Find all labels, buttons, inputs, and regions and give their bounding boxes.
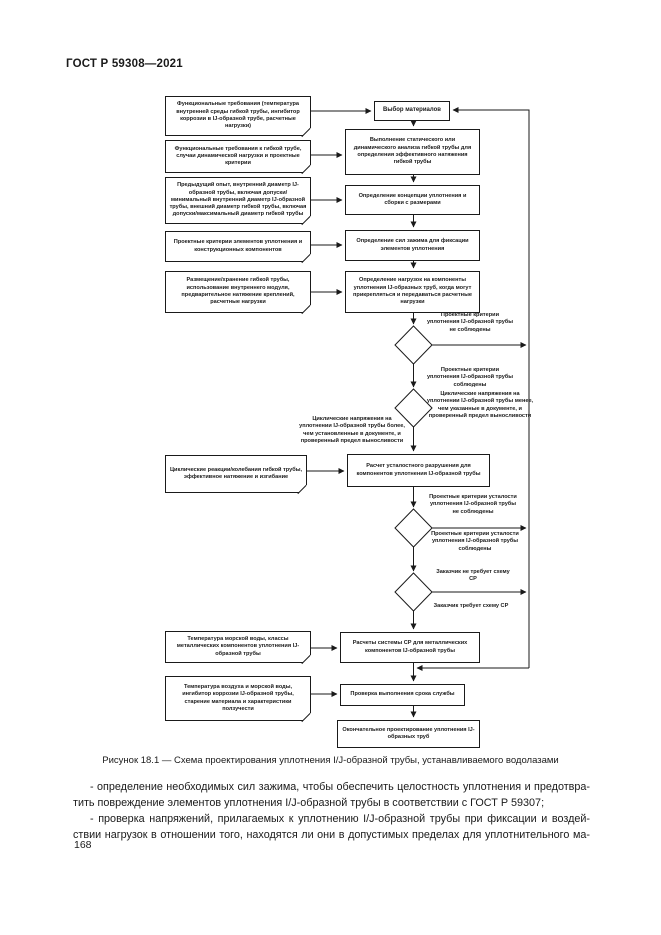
body-text: - определение необходимых сил зажима, чт… <box>73 779 590 843</box>
input-air-seawater-temperature: Температура воздуха и морской воды, инги… <box>165 676 311 721</box>
label-design-criteria-not-met: Проектные критерии уплотнения IJ-образно… <box>426 312 514 333</box>
label-cp-required: Заказчик требует схему СР <box>433 603 509 609</box>
input-seawater-temperature: Температура морской воды, классы металли… <box>165 631 311 663</box>
decision-cp-required <box>394 572 433 612</box>
process-cp-system-calculation: Расчеты системы СР для металлических ком… <box>340 632 480 663</box>
standard-header: ГОСТ Р 59308—2021 <box>66 58 183 70</box>
figure-caption: Рисунок 18.1 — Схема проектирования упло… <box>102 755 559 766</box>
process-final-design: Окончательное проектирование уплотнения … <box>337 720 480 748</box>
input-functional-requirements-pipe: Функциональные требования к гибкой трубе… <box>165 140 311 173</box>
label-cyclic-stress-below-limit: Циклические напряжения на уплотнении IJ-… <box>426 391 534 419</box>
label-cp-not-required: Заказчик не требует схему СР <box>436 569 510 583</box>
label-cyclic-stress-above-limit: Циклические напряжения на уплотнении IJ-… <box>299 416 405 444</box>
body-line: ствии нагрузок в отношении того, находят… <box>73 829 590 841</box>
process-clamping-forces-definition: Определение сил зажима для фиксации элем… <box>345 230 480 261</box>
input-pipe-placement-loads: Размещение/хранение гибкой трубы, исполь… <box>165 271 311 313</box>
label-fatigue-criteria-met: Проектные критерии усталости уплотнения … <box>431 531 519 552</box>
process-service-life-check: Проверка выполнения срока службы <box>340 684 465 706</box>
input-functional-requirements-seal: Функциональные требования (температура в… <box>165 96 311 136</box>
page-number: 168 <box>74 839 92 851</box>
input-design-criteria-seal-elements: Проектные критерии элементов уплотнения … <box>165 231 311 262</box>
body-line: тить повреждение элементов уплотнения I/… <box>73 797 545 809</box>
process-material-selection: Выбор материалов <box>374 101 450 121</box>
process-component-loads-definition: Определение нагрузок на компоненты уплот… <box>345 271 480 313</box>
body-line: - определение необходимых сил зажима, чт… <box>90 781 590 793</box>
input-previous-experience-diameters: Предыдущий опыт, внутренний диаметр IJ-о… <box>165 177 311 224</box>
process-seal-concept-definition: Определение концепции уплотнения и сборк… <box>345 185 480 215</box>
label-design-criteria-met: Проектные критерии уплотнения IJ-образно… <box>426 367 514 388</box>
input-cyclic-response: Циклические реакции/колебания гибкой тру… <box>165 455 307 493</box>
process-fatigue-calculation: Расчет усталостного разрушения для компо… <box>347 454 490 487</box>
process-static-dynamic-analysis: Выполнение статического или динамическог… <box>345 129 480 175</box>
label-fatigue-criteria-not-met: Проектные критерии усталости уплотнения … <box>429 494 517 515</box>
body-line: - проверка напряжений, прилагаемых к упл… <box>90 813 590 825</box>
